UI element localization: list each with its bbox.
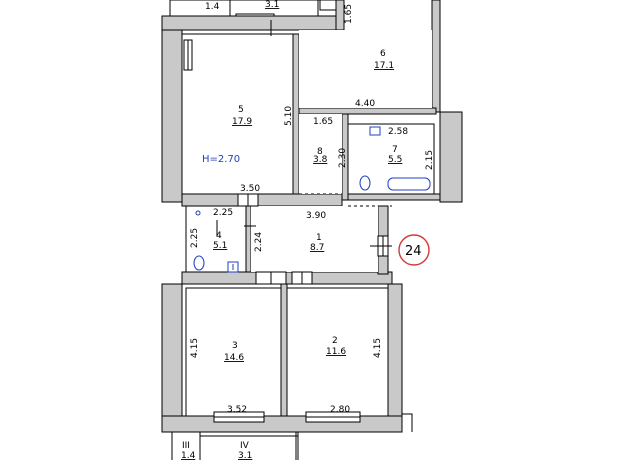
dim-230: 2.30 <box>338 148 348 168</box>
room-3-area: 14.6 <box>224 353 244 363</box>
drain-icon <box>195 210 201 216</box>
dim-280: 2.80 <box>330 405 350 415</box>
dim-215: 2.15 <box>425 150 435 170</box>
room-1-number: 1 <box>316 233 322 243</box>
room-7-number: 7 <box>392 145 398 155</box>
room-7-area: 5.5 <box>388 155 402 165</box>
dim-390: 3.90 <box>306 211 326 221</box>
dim-350: 3.50 <box>240 184 260 194</box>
room-2-area: 11.6 <box>326 347 346 357</box>
exterior-walls <box>161 0 463 433</box>
dim-225-h: 2.25 <box>213 208 233 218</box>
wall-fragment <box>402 413 413 432</box>
room-6-area: 17.1 <box>374 61 394 71</box>
room-2-number: 2 <box>332 336 338 346</box>
dim-165-mid: 1.65 <box>313 117 333 127</box>
apartment-number: 24 <box>405 244 422 259</box>
bottom-balcony-area-1: 1.4 <box>181 451 196 460</box>
room-1-area: 8.7 <box>310 243 324 253</box>
plumbing-fixtures <box>193 126 431 273</box>
toilet-icon <box>193 255 205 271</box>
ceiling-height: H=2.70 <box>202 154 240 165</box>
dim-415-right: 4.15 <box>373 338 383 358</box>
sink-icon <box>369 126 381 136</box>
room-4-area: 5.1 <box>213 241 227 251</box>
toilet-icon <box>359 175 371 191</box>
room-5-number: 5 <box>238 105 244 115</box>
bottom-balcony-area-2: 3.1 <box>238 451 252 460</box>
room4-frame <box>185 205 247 273</box>
bottom-balcony-num-2: IV <box>240 441 250 451</box>
interior-walls <box>181 33 441 417</box>
dim-415-left: 4.15 <box>190 338 200 358</box>
dim-258: 2.58 <box>388 127 408 137</box>
room-5-area: 17.9 <box>232 117 252 127</box>
bathroom-frame <box>347 123 435 195</box>
room-8-area: 3.8 <box>313 155 328 165</box>
dim-225-v: 2.25 <box>190 228 200 248</box>
bottom-balcony-strip <box>171 432 299 460</box>
room-6-number: 6 <box>380 49 386 59</box>
room-4-number: 4 <box>216 231 222 241</box>
apartment-number-circle <box>398 234 430 266</box>
dim-510: 5.10 <box>284 106 294 126</box>
top-balcony-area-2: 3.1 <box>265 0 279 10</box>
dim-165-top: 1.65 <box>344 4 354 24</box>
dim-224: 2.24 <box>254 232 264 252</box>
room-8-number: 8 <box>317 147 323 157</box>
dimension-ticks <box>216 20 392 247</box>
room-interiors <box>182 30 434 416</box>
bottom-balcony-num-1: III <box>182 441 190 451</box>
room-3-number: 3 <box>232 341 238 351</box>
sink-icon <box>227 261 239 273</box>
top-balcony-area-1: 1.4 <box>205 2 220 12</box>
bathtub-icon <box>387 177 431 191</box>
dim-352: 3.52 <box>227 405 247 415</box>
dim-440: 4.40 <box>355 99 375 109</box>
